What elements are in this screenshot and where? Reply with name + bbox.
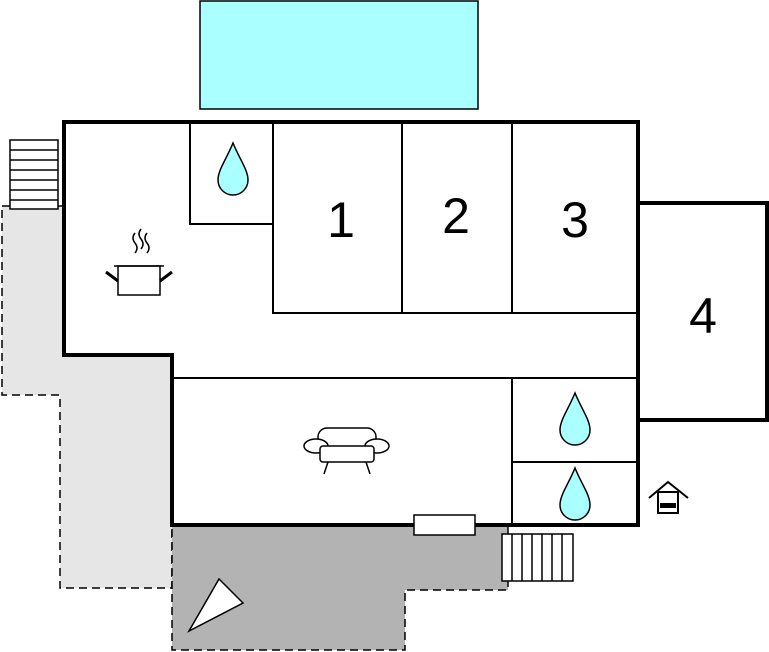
room-label-1: 1 xyxy=(327,192,355,248)
interior-walls xyxy=(172,124,638,525)
room-label-4: 4 xyxy=(689,288,717,344)
window-bench xyxy=(413,514,476,536)
north-arrow-icon xyxy=(187,577,245,633)
house-outline xyxy=(62,120,640,527)
pool xyxy=(199,0,479,110)
house-entrance-icon xyxy=(648,480,689,514)
living-room-sofa-icon xyxy=(303,427,390,475)
room-4-annex xyxy=(636,201,769,422)
toilet-water-drop-icon xyxy=(559,466,591,521)
stairs-icon xyxy=(9,139,59,210)
bathroom-water-drop-icon xyxy=(217,141,249,196)
kitchen-pot-icon xyxy=(105,228,173,296)
room-label-2: 2 xyxy=(442,188,470,244)
stairs-bottom-icon xyxy=(501,533,574,582)
room-label-3: 3 xyxy=(561,192,589,248)
terrace-bottom xyxy=(171,524,509,651)
shower-water-drop-icon xyxy=(559,391,591,446)
